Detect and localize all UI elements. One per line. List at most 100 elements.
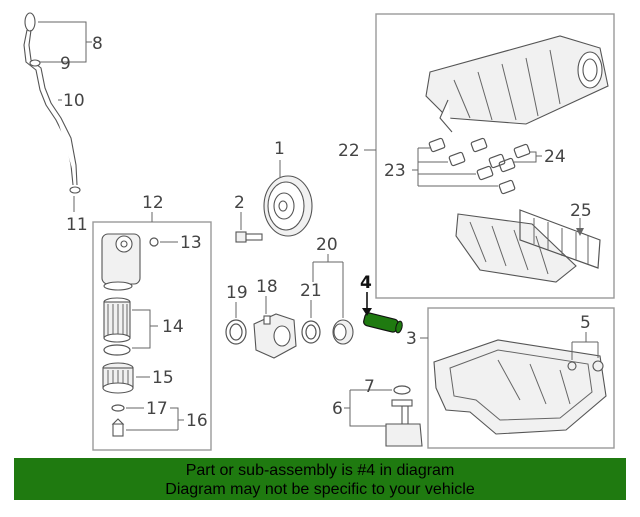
banner-line-2: Diagram may not be specific to your vehi…	[165, 481, 475, 498]
callout-15[interactable]: 15	[152, 368, 174, 388]
part-25-gasket[interactable]	[519, 209, 601, 269]
intake-manifold[interactable]	[425, 35, 609, 133]
cap-ribs	[107, 370, 129, 388]
callout-7[interactable]: 7	[364, 377, 375, 397]
callout-3[interactable]: 3	[406, 329, 417, 349]
dipstick-assembly[interactable]	[23, 12, 81, 194]
intake-group-box	[375, 13, 615, 299]
filter-o-ring[interactable]	[103, 344, 131, 356]
oil-filter-element[interactable]	[103, 297, 131, 343]
plug-body	[112, 423, 124, 437]
filter-cap[interactable]	[102, 362, 134, 394]
callout-23[interactable]: 23	[384, 161, 406, 181]
drain-plug[interactable]	[111, 418, 125, 437]
callout-14[interactable]: 14	[162, 317, 184, 337]
housing-port-inner	[120, 240, 128, 248]
callout-4[interactable]: 4	[360, 273, 372, 293]
leader-24	[514, 151, 542, 163]
dipstick-o-ring	[29, 59, 41, 67]
callout-20[interactable]: 20	[316, 235, 338, 255]
callout-10[interactable]: 10	[63, 91, 85, 111]
plug-5a	[567, 361, 577, 371]
part-13-washer[interactable]	[149, 237, 159, 247]
part-20-cap[interactable]	[332, 319, 354, 345]
leader-23	[412, 147, 498, 187]
oil-pan[interactable]	[433, 339, 607, 435]
sensor-stem	[401, 405, 409, 425]
bolt-shank	[245, 233, 263, 241]
leader-16	[126, 407, 184, 431]
part-24-gaskets[interactable]	[498, 143, 531, 173]
callout-1[interactable]: 1	[274, 139, 285, 159]
leader-25-arrow	[576, 228, 584, 236]
callout-5[interactable]: 5	[580, 313, 591, 333]
callout-2[interactable]: 2	[234, 193, 245, 213]
cap-bottom	[102, 382, 134, 394]
tube-seal	[69, 186, 81, 194]
housing-18-bore	[273, 325, 291, 347]
part-23-gaskets[interactable]	[428, 137, 516, 195]
part-18-housing[interactable]	[253, 313, 297, 359]
banner-line-1: Part or sub-assembly is #4 in diagram	[185, 462, 455, 479]
oil-filter-housing[interactable]	[101, 233, 141, 291]
throttle-port-inner	[582, 58, 598, 82]
part-7-o-ring[interactable]	[393, 385, 411, 395]
callout-13[interactable]: 13	[180, 233, 202, 253]
callout-25[interactable]: 25	[570, 201, 592, 221]
gasket-25-ports	[533, 218, 589, 264]
gasket-23c	[470, 137, 488, 153]
dipstick-handle	[24, 12, 36, 32]
housing-18-boss	[263, 315, 271, 325]
gasket-23b	[448, 151, 466, 167]
callout-24[interactable]: 24	[544, 147, 566, 167]
callout-21[interactable]: 21	[300, 281, 322, 301]
callout-16[interactable]: 16	[186, 411, 208, 431]
lower-intake-ports	[469, 221, 549, 275]
callout-19[interactable]: 19	[226, 283, 248, 303]
manifold-bracket	[439, 99, 453, 133]
callout-9[interactable]: 9	[60, 54, 71, 74]
oil-pan-rim	[449, 349, 593, 421]
callout-12[interactable]: 12	[142, 193, 164, 213]
manifold-plenum	[425, 35, 609, 125]
housing-base	[103, 281, 133, 291]
sensor-body	[385, 423, 423, 447]
gasket-24b	[498, 157, 516, 173]
callout-22[interactable]: 22	[338, 141, 360, 161]
part-5-plugs[interactable]	[567, 360, 604, 372]
dipstick-tube-edge	[28, 29, 78, 186]
callout-6[interactable]: 6	[332, 399, 343, 419]
callout-11[interactable]: 11	[66, 215, 88, 235]
part-21-seal[interactable]	[301, 320, 321, 344]
gasket-25-frame	[519, 209, 601, 269]
pulley-bolt[interactable]	[235, 231, 263, 243]
part-4-highlighted[interactable]	[363, 312, 404, 334]
leader-5	[571, 332, 599, 360]
crank-pulley[interactable]	[263, 175, 313, 237]
plug-head	[111, 418, 125, 425]
gasket-23d	[488, 153, 506, 169]
cap-20-face	[333, 323, 347, 341]
oil-pan-group-box	[427, 307, 615, 449]
part-21-seal-inner	[305, 324, 317, 340]
part-4-end	[395, 320, 403, 334]
lower-intake[interactable]	[455, 213, 577, 283]
part-4-body	[363, 312, 399, 333]
gasket-23f	[498, 179, 516, 195]
gasket-23e	[476, 165, 494, 181]
leader-14	[132, 309, 158, 349]
pulley-center	[278, 200, 288, 212]
manifold-runners	[453, 49, 561, 121]
filter-pleats	[107, 304, 128, 336]
callout-8[interactable]: 8	[92, 34, 103, 54]
leader-20	[312, 254, 344, 318]
filter-bottom	[103, 333, 131, 343]
callout-18[interactable]: 18	[256, 277, 278, 297]
part-6-sensor[interactable]	[385, 399, 423, 447]
bolt-head	[235, 231, 247, 243]
part-19-seal[interactable]	[225, 319, 247, 345]
part-17-washer[interactable]	[111, 404, 125, 412]
callout-17[interactable]: 17	[146, 399, 168, 419]
